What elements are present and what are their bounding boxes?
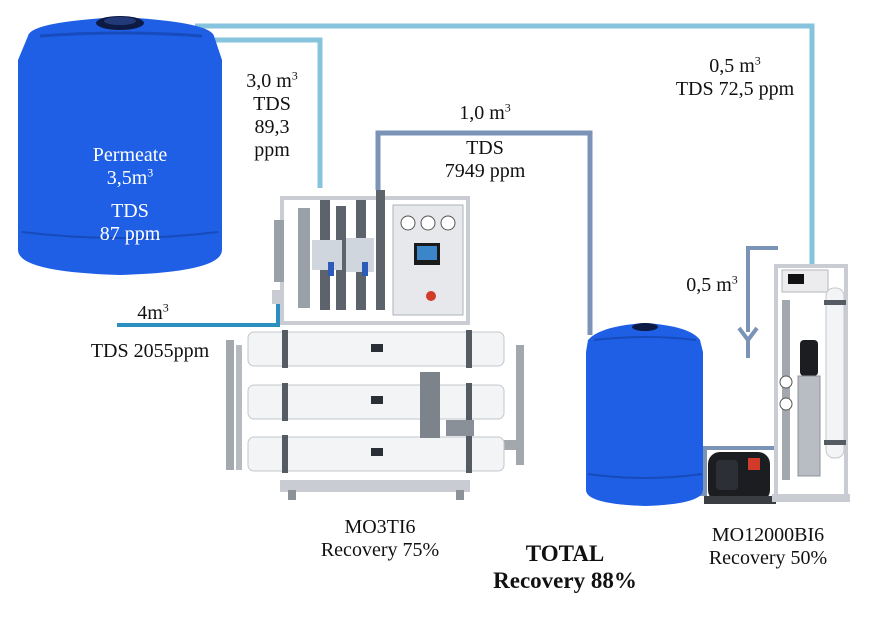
permeate-volume: 3,5m3: [106, 165, 154, 189]
total-caption: TOTAL Recovery 88%: [470, 540, 660, 594]
concentrate-volume: 1,0 m3: [459, 100, 511, 124]
ro-unit-mo3ti6: [226, 190, 524, 500]
total-title: TOTAL: [525, 541, 605, 566]
pipe-reject: [746, 246, 778, 332]
permeate-tank-label: Permeate 3,5m3 TDS 87 ppm: [72, 144, 188, 246]
booster-pump-icon: [704, 452, 776, 504]
mo12-recovery: Recovery 50%: [708, 547, 828, 569]
pipe-permeate-return: [195, 23, 815, 268]
mo12-unit-caption: MO12000BI6 Recovery 50%: [688, 524, 848, 570]
mo3-permeate-tds-label: TDS: [253, 93, 291, 115]
mo3-permeate-unit: ppm: [254, 139, 290, 161]
mo12-permeate-label: 0,5 m3 TDS 72,5 ppm: [640, 53, 830, 101]
mo3-permeate-label: 3,0 m3 TDS 89,3 ppm: [232, 68, 312, 162]
mo3-model: MO3TI6: [344, 516, 416, 538]
pipe-mo3-permeate: [190, 37, 323, 188]
mo3-permeate-volume: 3,0 m3: [246, 68, 298, 92]
permeate-tds-label: TDS: [111, 200, 149, 222]
feed-tds-label: TDS 2055ppm: [90, 340, 210, 362]
mo3-permeate-tds-value: 89,3: [254, 116, 290, 138]
concentrate-tds-value: 7949 ppm: [444, 160, 526, 182]
pipe-feed: [117, 300, 280, 327]
mo3-unit-caption: MO3TI6 Recovery 75%: [300, 516, 460, 562]
drain-icon: [737, 326, 759, 358]
permeate-tank-icon: [18, 16, 222, 275]
permeate-tds-value: 87 ppm: [99, 223, 161, 245]
total-recovery: Recovery 88%: [493, 568, 637, 593]
permeate-name: Permeate: [92, 144, 168, 166]
pipe-concentrate: [375, 130, 593, 335]
feed-volume-label: 4m3: [137, 300, 169, 324]
concentrate-tds-label: TDS: [466, 137, 504, 159]
mo3-recovery: Recovery 75%: [320, 539, 440, 561]
mo12-model: MO12000BI6: [711, 524, 825, 546]
mo12-permeate-tds: TDS 72,5 ppm: [675, 78, 795, 100]
intermediate-tank-icon: [586, 323, 703, 506]
ro-unit-mo12000bi6: [772, 264, 850, 502]
concentrate-label: 1,0 m3 TDS 7949 ppm: [420, 100, 550, 183]
mo12-reject-label: 0,5 m3: [686, 272, 738, 296]
mo12-permeate-volume: 0,5 m3: [709, 53, 761, 77]
